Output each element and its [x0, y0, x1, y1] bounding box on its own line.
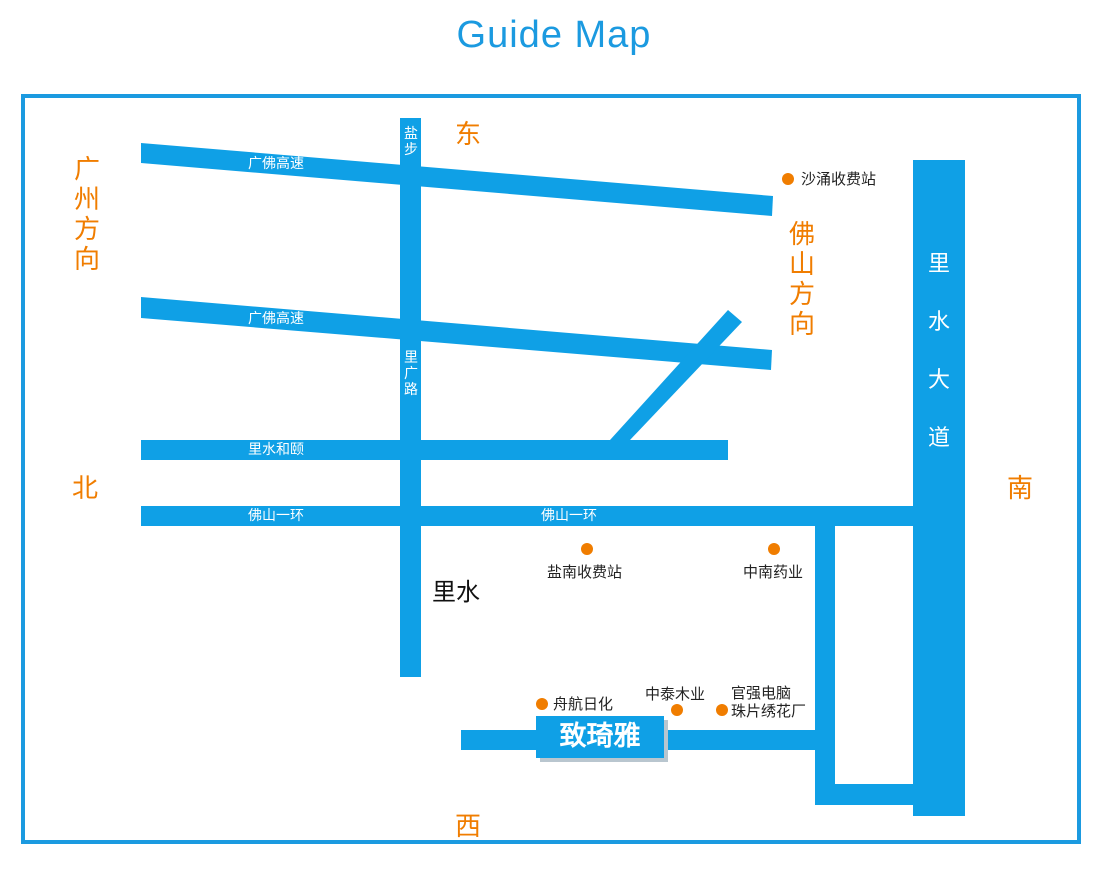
direction-east: 东: [455, 120, 482, 150]
road-liguang: [400, 118, 421, 677]
road-guangfo-upper: [141, 143, 773, 216]
road-guangfo-lower: [141, 297, 772, 370]
map-frame: [21, 94, 1081, 844]
poi-marker-zhongnan: [768, 543, 780, 555]
label-foshan-ring-left: 佛山一环: [248, 508, 304, 524]
direction-north: 北: [72, 474, 99, 504]
poi-yannan-toll: 盐南收费站: [547, 563, 623, 581]
label-guangfo-upper: 广佛高速: [248, 156, 304, 172]
label-foshan-ring-right: 佛山一环: [541, 508, 597, 524]
poi-marker-yannan: [581, 543, 593, 555]
poi-zhouhang: 舟航日化: [553, 695, 614, 713]
poi-marker-shachong: [782, 173, 794, 185]
label-lishui-avenue: 里水大道: [927, 252, 950, 451]
poi-zhongnan-pharma: 中南药业: [743, 563, 804, 581]
poi-marker-guanqiang: [716, 704, 728, 716]
brand-location-label: 致琦雅: [536, 716, 664, 758]
area-lishui: 里水: [432, 578, 480, 606]
poi-zhongtai: 中泰木业: [645, 685, 706, 703]
road-lishui-avenue: [913, 160, 965, 816]
direction-guangzhou: 广州方向: [73, 155, 100, 275]
poi-guanqiang-line1: 官强电脑: [731, 684, 792, 702]
road-connector-horizontal: [815, 784, 965, 805]
poi-shachong-toll: 沙涌收费站: [801, 170, 877, 188]
label-liguang-road: 里广路: [404, 350, 418, 398]
poi-marker-zhongtai: [671, 704, 683, 716]
map-title: Guide Map: [456, 14, 652, 56]
direction-west: 西: [455, 812, 482, 842]
label-yanbu: 盐步: [404, 126, 418, 158]
label-guangfo-lower: 广佛高速: [248, 311, 304, 327]
road-lishui-heyi: [141, 440, 728, 460]
road-foshan-ring: [141, 506, 931, 526]
road-diagonal: [610, 310, 742, 440]
direction-south: 南: [1007, 474, 1034, 504]
poi-marker-zhouhang: [536, 698, 548, 710]
label-lishui-heyi: 里水和颐: [248, 442, 304, 458]
road-connector-vertical: [815, 522, 835, 805]
poi-guanqiang-line2: 珠片绣花厂: [731, 702, 807, 720]
direction-foshan: 佛山方向: [788, 220, 815, 340]
